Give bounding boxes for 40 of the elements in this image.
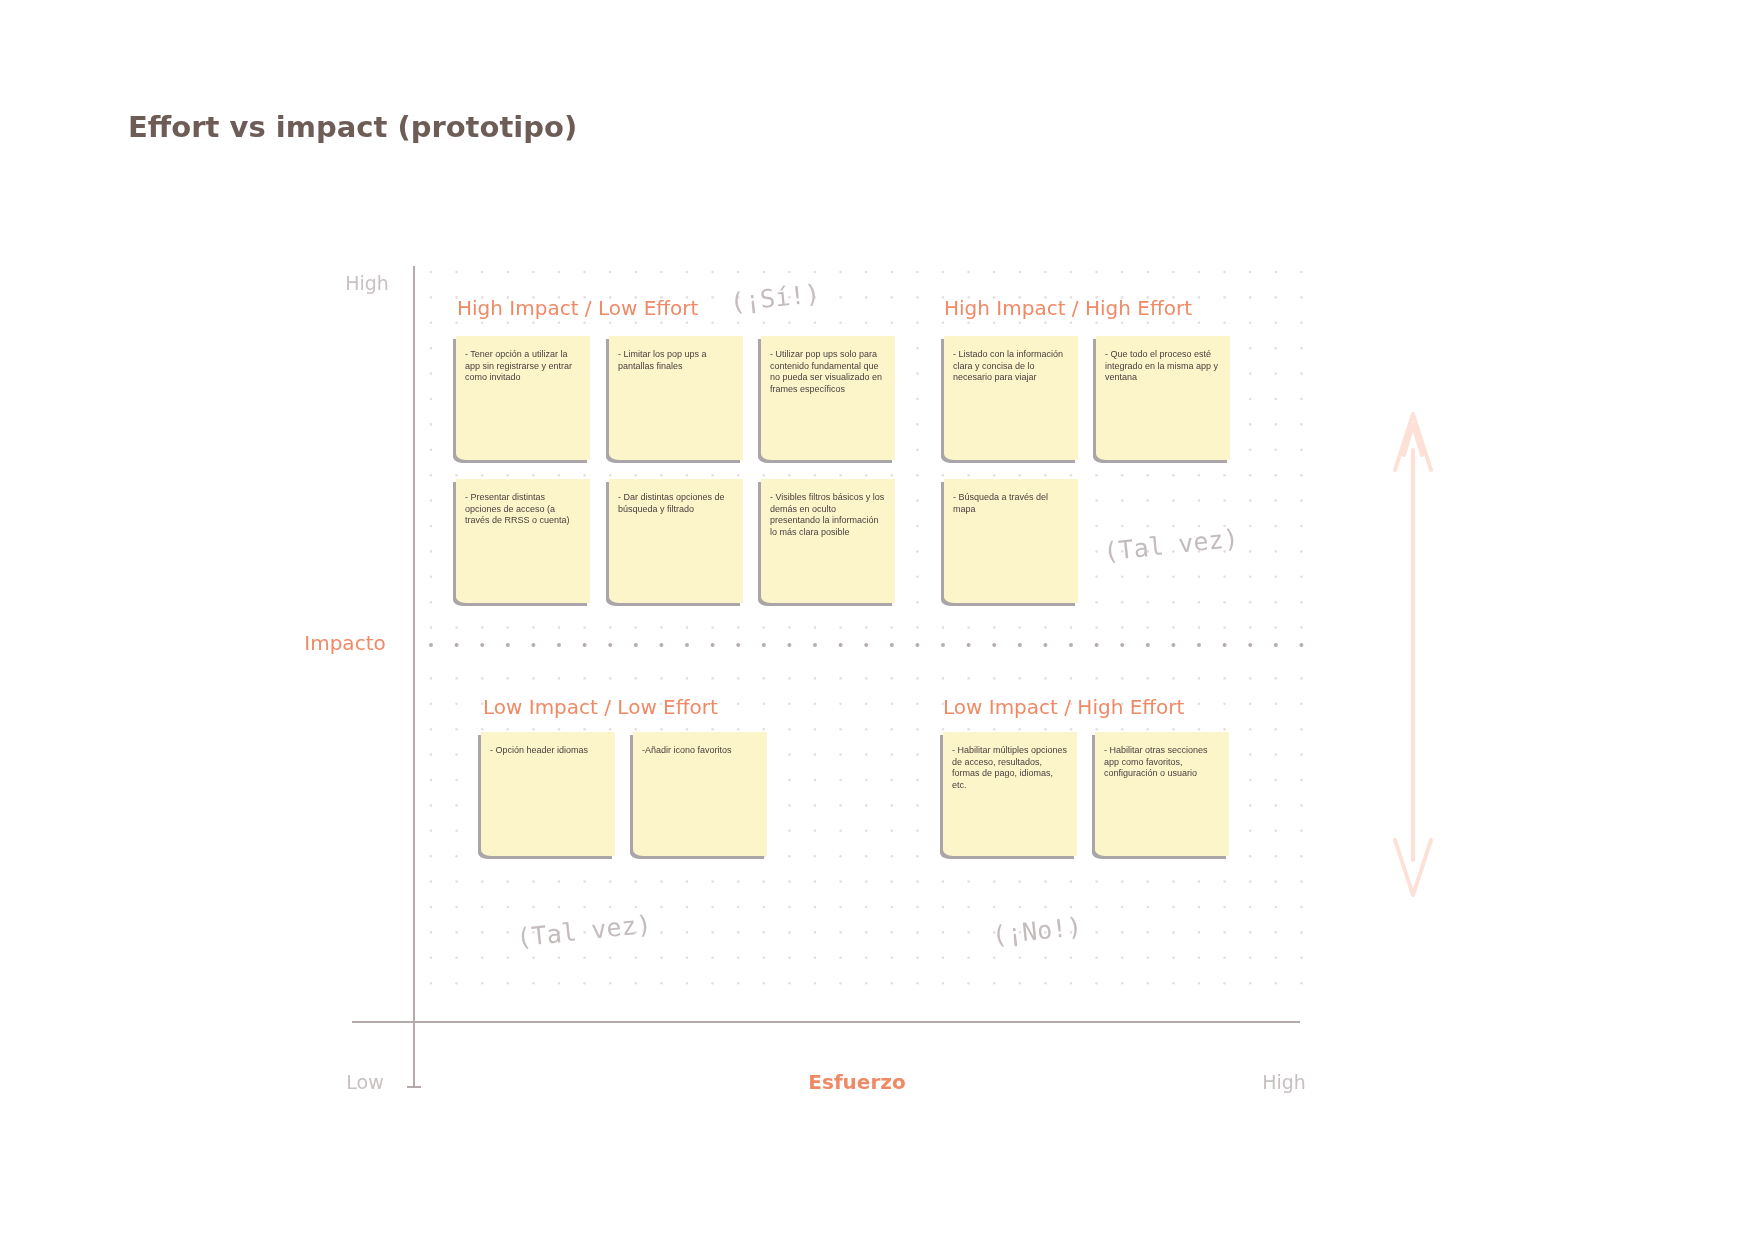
note-text: - Dar distintas opciones de búsqueda y filtrado [618,492,726,515]
title: Effort vs impact (prototipo) [128,110,578,144]
sticky-note [609,336,743,460]
quadrant-heading: Low Impact / Low Effort [483,695,718,719]
note-text: - Listado con la información clara y concisa de lo necesario para viajar [953,349,1065,384]
note-text: - Utilizar pop ups solo para contenido fundamental que no pueda ser visualizado en frames específicos [770,349,884,395]
sticky-note [456,479,590,603]
note-text: - Presentar distintas opciones de acceso (a través de RRSS o cuenta) [465,492,571,527]
sticky-note [761,336,895,460]
note-text: - Habilitar otras secciones app como favoritos, configuración o usuario [1104,745,1209,780]
handwritten-note: (Tal vez) [515,909,653,953]
note-text: - Que todo el proceso esté integrado en la misma app y ventana [1105,349,1220,384]
axis-title: Impacto [304,631,386,655]
note-text: -Añadir icono favoritos [642,745,733,757]
quadrant-heading: High Impact / High Effort [944,296,1192,320]
axis-label: High [345,272,389,294]
note-text: - Limitar los pop ups a pantallas finales [618,349,708,372]
sticky-note [761,479,895,603]
handwritten-note: (¡No!) [990,911,1084,951]
quadrant-heading: Low Impact / High Effort [943,695,1185,719]
note-text: - Habilitar múltiples opciones de acceso, resultados, formas de pago, idiomas, etc. [952,745,1069,791]
note-text: - Opción header idiomas [490,745,590,757]
handwritten-note: (¡Sí!) [728,278,822,318]
sticky-note [944,336,1078,460]
quadrant-heading: High Impact / Low Effort [457,296,699,320]
note-text: - Tener opción a utilizar la app sin registrarse y entrar como invitado [465,349,574,384]
sticky-note [943,732,1077,856]
sticky-note [456,336,590,460]
note-text: - Búsqueda a través del mapa [953,492,1050,515]
sticky-note [609,479,743,603]
handwritten-note: (Tal vez) [1102,523,1240,567]
note-text: - Visibles filtros básicos y los demás en oculto presentando la información lo más clara posible [770,492,886,538]
axis-label: High [1262,1071,1306,1093]
sticky-note [1096,336,1230,460]
sticky-note [1095,732,1229,856]
axis-label: Low [346,1071,384,1093]
sticky-note [633,732,767,856]
axis-title: Esfuerzo [808,1070,906,1094]
sticky-note [481,732,615,856]
sticky-note [944,479,1078,603]
